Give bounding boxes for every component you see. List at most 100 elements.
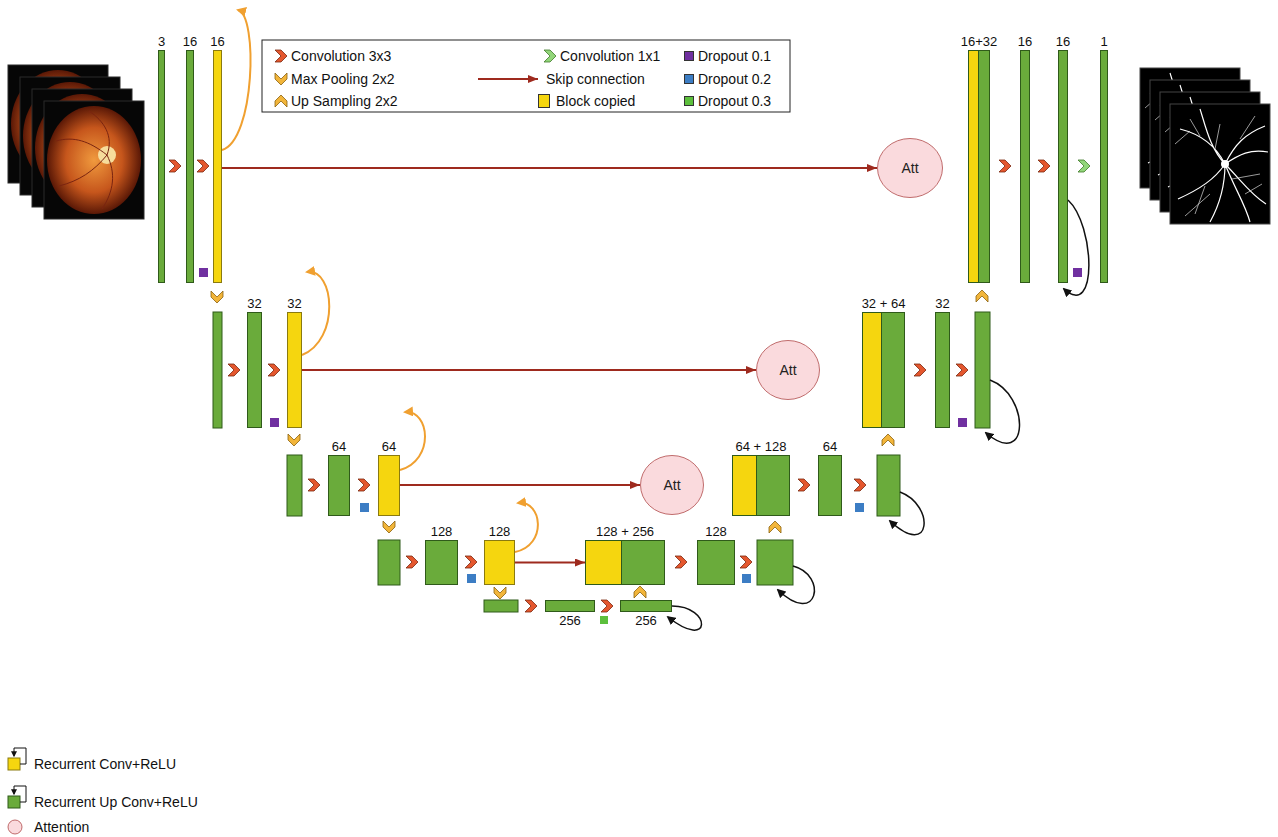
upsample-chevron: [634, 586, 646, 598]
legend-swatch: [684, 51, 694, 61]
feature-map-bar: 16: [1020, 50, 1030, 283]
channel-count: 32: [287, 296, 301, 311]
attention-ellipse: [757, 341, 820, 400]
concatenated-feature-map: 128 + 256: [585, 540, 665, 585]
legend-label: Dropout 0.2: [698, 71, 771, 87]
pool-chevron: [288, 434, 300, 446]
conv1x1-chevron: [1078, 160, 1090, 172]
block-copy-loop: [400, 412, 425, 470]
channel-count: 64: [823, 439, 837, 454]
legend-label: Recurrent Conv+ReLU: [34, 756, 176, 772]
channel-count: 256: [559, 613, 581, 628]
feature-map-bar: [757, 540, 793, 585]
conv-chevron: [197, 160, 209, 172]
legend-label: Dropout 0.3: [698, 93, 771, 109]
legend-label: Recurrent Up Conv+ReLU: [34, 794, 198, 810]
recurrent-loop: [890, 492, 924, 535]
attention-circle: Att: [877, 138, 943, 198]
upsample-chevron: [769, 521, 781, 533]
channel-count: 32: [247, 296, 261, 311]
channel-count: 128 + 256: [596, 524, 654, 539]
legend-label: Convolution 1x1: [560, 48, 660, 64]
pool-chevron: [383, 521, 395, 533]
legend-swatch: [538, 94, 550, 108]
attention-ellipse: [878, 139, 943, 198]
feature-map-bar: [975, 312, 990, 428]
channel-count: 16: [210, 34, 224, 49]
attention-label: Att: [779, 363, 796, 378]
conv-chevron: [268, 364, 280, 376]
feature-map-bar: 16: [1058, 50, 1068, 283]
feature-map-bar: [378, 540, 400, 585]
feature-map-bar: [484, 600, 518, 612]
skip-connection: [515, 562, 585, 564]
feature-map-bar: 64: [818, 455, 842, 516]
conv-chevron: [465, 556, 477, 568]
copied-feature-map-bar: 16: [213, 50, 222, 283]
upsample-chevron: [275, 95, 287, 107]
attention-label: Att: [901, 161, 918, 176]
legend-label: Convolution 3x3: [291, 48, 391, 64]
feature-map-bar: 64: [328, 455, 350, 516]
dropout-marker: [1073, 268, 1082, 277]
conv-chevron: [169, 160, 181, 172]
skip-connection: [222, 167, 877, 169]
feature-map-bar: 16: [186, 50, 194, 283]
channel-count: 128: [705, 524, 727, 539]
dropout-marker: [600, 616, 608, 624]
feature-map-bar: 32: [247, 312, 262, 428]
recurrent-loop: [668, 606, 702, 630]
feature-map-bar: 3: [158, 50, 165, 283]
feature-map-bar: 128: [697, 540, 735, 585]
conv-chevron: [406, 556, 418, 568]
copied-feature-map-bar: 64: [378, 455, 400, 516]
skip-connection: [302, 369, 756, 371]
dropout-marker: [270, 418, 279, 427]
channel-count: 3: [158, 34, 165, 49]
conv-chevron: [275, 50, 287, 62]
feature-map-bar: 1: [1100, 50, 1108, 283]
vessel-map: [1170, 104, 1270, 224]
pool-chevron: [211, 291, 223, 303]
channel-count: 32: [935, 296, 949, 311]
feature-map-bar: [213, 312, 222, 428]
upsample-chevron: [976, 290, 988, 302]
copied-feature-map-bar: 128: [484, 540, 515, 585]
legend-label: Skip connection: [546, 71, 645, 87]
block-copy-loop: [222, 10, 251, 150]
recurrent-loop-symbol: [14, 748, 26, 764]
dropout-marker: [742, 574, 751, 583]
feature-map-bar: 256: [620, 600, 672, 612]
channel-count: 16: [1018, 34, 1032, 49]
feature-map-bar: [877, 455, 900, 516]
legend-label: Dropout 0.1: [698, 48, 771, 64]
channel-count: 16: [1056, 34, 1070, 49]
recurrent-loop: [778, 566, 814, 604]
channel-count: 128: [431, 524, 453, 539]
dropout-marker: [958, 418, 967, 427]
feature-map-bar: 256: [545, 600, 595, 612]
conv-chevron: [358, 479, 370, 491]
legend-box: [262, 40, 790, 112]
conv-chevron: [1038, 160, 1050, 172]
fundus-image: [44, 101, 144, 219]
legend-swatch: [684, 96, 694, 106]
block-copy-loop: [302, 272, 329, 355]
channel-count: 16+32: [961, 34, 998, 49]
recurrent-conv-symbol: [8, 758, 20, 770]
pool-chevron: [494, 587, 506, 599]
conv-chevron: [740, 556, 752, 568]
skip-arrow-sample: [478, 78, 538, 80]
recurrent-loop: [986, 380, 1020, 443]
feature-map-bar: 32: [935, 312, 950, 428]
conv-chevron: [854, 479, 866, 491]
dropout-marker: [360, 503, 369, 512]
attention-ellipse: [641, 456, 704, 515]
legend-label: Attention: [34, 819, 89, 835]
recurrent-upconv-symbol: [8, 796, 20, 808]
feature-map-bar: 128: [425, 540, 458, 585]
conv-chevron: [675, 556, 687, 568]
dropout-marker: [467, 574, 476, 583]
